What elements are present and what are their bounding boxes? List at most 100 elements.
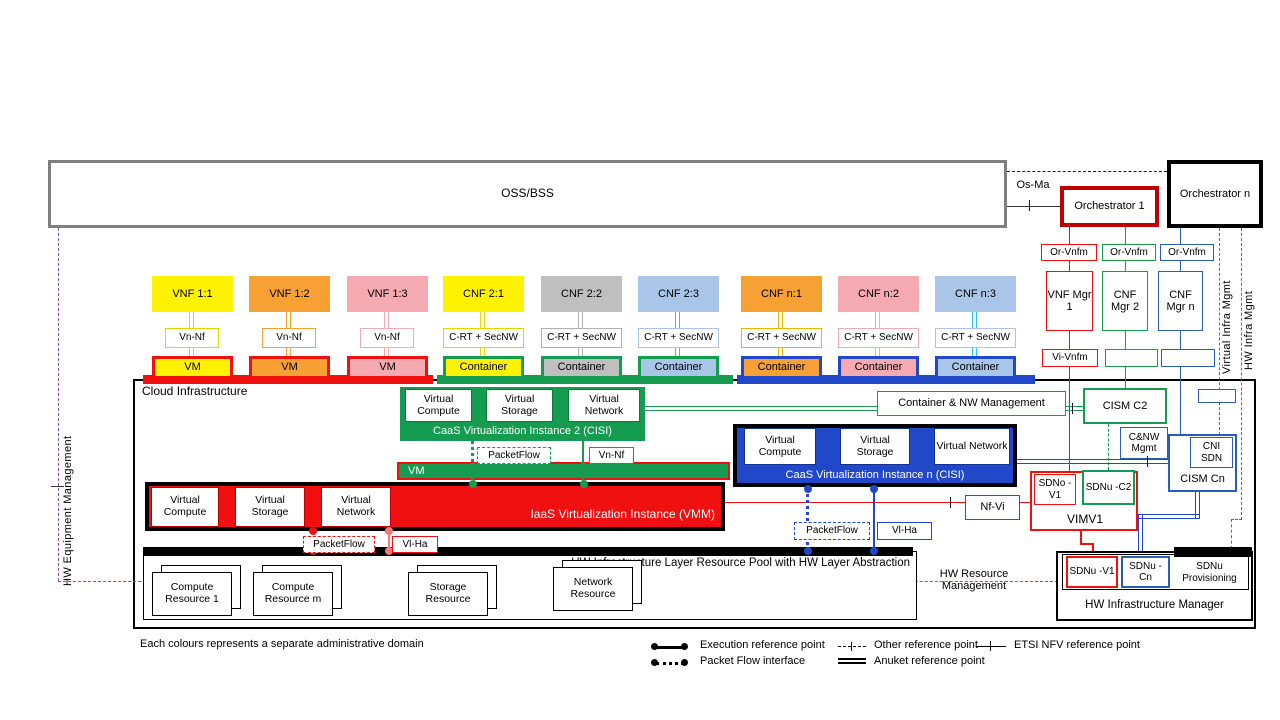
cni-sdn-box: CNI SDN xyxy=(1190,437,1233,468)
cnf-mgr-2-box: CNF Mgr 2 xyxy=(1102,271,1148,331)
oss-bss-box: OSS/BSS xyxy=(48,160,1007,228)
os-ma-tick xyxy=(1029,200,1030,211)
nf-box: CNF 2:3 xyxy=(638,276,719,312)
nf-box: CNF 2:2 xyxy=(541,276,622,312)
etsi-symbol xyxy=(976,646,1006,647)
compute-resource-1-box: Compute Resource 1 xyxy=(152,572,232,616)
nf-ref-label: Vn-Nf xyxy=(360,328,414,348)
sdnu-v1-box: SDNu -V1 xyxy=(1066,556,1118,588)
cism-c2-box: CISM C2 xyxy=(1083,388,1167,424)
iaas-title: IaaS Virtualization Instance (VMM) xyxy=(530,507,715,521)
iaas-virtual-storage: Virtual Storage xyxy=(235,487,305,527)
caasn-virtual-network: Virtual Network xyxy=(934,428,1010,465)
packet-flow-symbol-dot xyxy=(651,659,658,666)
vn-nf-label-green: Vn-Nf xyxy=(589,447,634,464)
nf-ref-label: C-RT + SecNW xyxy=(541,328,622,348)
hw-equipment-management-label: HW Equipment Management xyxy=(62,435,74,586)
cnw-mgmt-box: C&NW Mgmt xyxy=(1120,427,1168,459)
caasn-domain-bar xyxy=(737,375,1035,384)
packetflow-label-green: PacketFlow xyxy=(477,447,551,464)
endpoint-dot xyxy=(580,463,588,471)
endpoint-dot xyxy=(870,547,878,555)
nf-ref-label: Vn-Nf xyxy=(262,328,316,348)
hw-pool-title: HW Infrastructure Layer Resource Pool wi… xyxy=(571,557,910,569)
cism-cn-label: CISM Cn xyxy=(1180,473,1225,486)
ref-box-blue-small-empty xyxy=(1198,389,1236,403)
container-nw-management-label: Container & NW Management xyxy=(877,391,1066,416)
nf-unit-box: Container xyxy=(935,356,1016,379)
anuket-tick-blue xyxy=(1147,456,1148,467)
nf-ref-label: C-RT + SecNW xyxy=(443,328,524,348)
hw-abstraction-bar xyxy=(143,547,913,556)
nf-unit-box: VM xyxy=(347,356,428,379)
iaas-domain-bar xyxy=(143,375,433,384)
nf-vi-label: Nf-Vi xyxy=(965,495,1020,520)
vl-ha-label-blue: Vl-Ha xyxy=(877,522,932,540)
vim-sdnu-connector xyxy=(1092,543,1094,556)
ref-box-green-empty xyxy=(1105,349,1158,367)
anuket-tick-green xyxy=(1072,403,1073,414)
packet-flow-symbol xyxy=(656,662,684,665)
nf-box: CNF n:2 xyxy=(838,276,919,312)
hw-infra-mgmt-line-v xyxy=(1241,228,1242,520)
vim-sdnu-connector xyxy=(1080,531,1082,544)
nf-ref-label: Vn-Nf xyxy=(165,328,219,348)
sdnu-cn-box: SDNu -Cn xyxy=(1121,556,1170,588)
cnfmn-line xyxy=(1180,228,1181,434)
cnf-mgr-n-box: CNF Mgr n xyxy=(1158,271,1203,331)
nf-box: CNF n:3 xyxy=(935,276,1016,312)
cism-cn-connector xyxy=(1195,492,1200,519)
ossbss-orchn-dashed-line xyxy=(1007,171,1167,172)
or-vnfm-2-label: Or-Vnfm xyxy=(1102,244,1156,261)
legend-execution-label: Execution reference point xyxy=(700,639,825,651)
packetflow-line-blue xyxy=(806,487,809,551)
anuket-line-blue xyxy=(1017,459,1168,464)
storage-resource-box: Storage Resource xyxy=(408,572,488,616)
vim-sdnu-connector xyxy=(1080,543,1093,545)
hw-infra-manager-title: HW Infrastructure Manager xyxy=(1085,598,1224,611)
legend-note: Each colours represents a separate admin… xyxy=(140,638,424,650)
caas2-domain-bar xyxy=(437,375,733,384)
nf-box: CNF 2:1 xyxy=(443,276,524,312)
vim-label: VIMV1 xyxy=(1066,511,1103,526)
sdno-v1-box: SDNo -V1 xyxy=(1034,474,1076,505)
virtual-infra-mgmt-label: Virtual Infra Mgmt xyxy=(1221,280,1233,374)
other-ref-symbol xyxy=(838,646,866,647)
iaas-virtual-network: Virtual Network xyxy=(321,487,391,527)
endpoint-dot xyxy=(385,547,393,555)
endpoint-dot xyxy=(580,480,588,488)
endpoint-dot xyxy=(469,480,477,488)
anuket-symbol xyxy=(838,658,866,664)
compute-resource-m-box: Compute Resource m xyxy=(253,572,333,616)
cism-c2-sdnu-line xyxy=(1108,424,1109,470)
nf-vi-line xyxy=(725,502,1030,503)
os-ma-label: Os-Ma xyxy=(1016,178,1050,191)
or-vnfm-1-label: Or-Vnfm xyxy=(1041,244,1097,261)
legend-anuket-label: Anuket reference point xyxy=(874,655,985,667)
execution-symbol-dot xyxy=(651,643,658,650)
endpoint-dot xyxy=(469,463,477,471)
sdnu-provisioning-bar xyxy=(1174,547,1252,557)
legend-packet-flow-label: Packet Flow interface xyxy=(700,655,806,667)
caasn-title: CaaS Virtualization Instance n (CISI) xyxy=(785,469,965,482)
hw-equipment-mgmt-line xyxy=(58,228,59,581)
vl-ha-line-blue xyxy=(873,487,875,551)
vnf-mgr-1-box: VNF Mgr 1 xyxy=(1046,271,1093,331)
hw-infra-mgmt-line-jog xyxy=(1231,519,1242,520)
legend-etsi-label: ETSI NFV reference point xyxy=(1014,639,1140,651)
cloud-infrastructure-label: Cloud Infrastructure xyxy=(142,384,248,398)
nf-ref-label: C-RT + SecNW xyxy=(638,328,719,348)
endpoint-dot xyxy=(804,547,812,555)
etsi-symbol-tick xyxy=(990,641,991,651)
hw-infra-mgmt-label: HW Infra Mgmt xyxy=(1243,290,1255,370)
caasn-virtual-storage: Virtual Storage xyxy=(840,428,910,465)
packetflow-label-blue: PacketFlow xyxy=(794,522,870,540)
legend-other-label: Other reference point xyxy=(874,639,978,651)
nf-unit-box: Container xyxy=(541,356,622,379)
etsi-tick xyxy=(51,486,64,487)
execution-symbol xyxy=(656,646,684,649)
endpoint-dot xyxy=(309,527,317,535)
nf-unit-box: Container xyxy=(741,356,822,379)
sdnu-c2-box: SDNu -C2 xyxy=(1082,470,1135,505)
